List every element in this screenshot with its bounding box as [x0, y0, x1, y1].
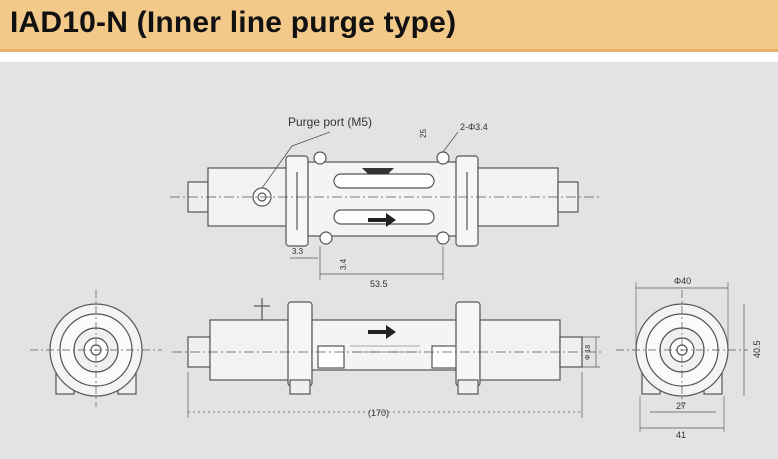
dim-25-label: 25	[419, 129, 428, 138]
dim-170-label: (170)	[368, 408, 389, 418]
dim-40-5-label: 40.5	[752, 340, 762, 358]
top-view	[170, 131, 600, 280]
dim-27-label: 27	[676, 401, 686, 411]
dim-side-height-label: Φ 18	[585, 345, 592, 360]
dim-3-4-label: 3.4	[339, 258, 348, 270]
purge-port-label: Purge port (M5)	[288, 115, 372, 129]
front-view	[172, 298, 604, 418]
hole-dim-label: 2-Φ3.4	[460, 122, 488, 132]
dim-53-5-label: 53.5	[370, 279, 388, 289]
dim-41-label: 41	[676, 430, 686, 440]
page-title: IAD10-N (Inner line purge type)	[10, 6, 457, 39]
left-end-view	[30, 290, 162, 407]
dim-3-3-label: 3.3	[292, 247, 304, 256]
right-end-view	[616, 282, 748, 432]
technical-drawing: Purge port (M5) 2-Φ3.4 25 3.3 3.4 53.5 (…	[30, 115, 762, 440]
dim-phi40-label: Φ40	[674, 276, 691, 286]
title-bar: IAD10-N (Inner line purge type)	[0, 0, 778, 52]
